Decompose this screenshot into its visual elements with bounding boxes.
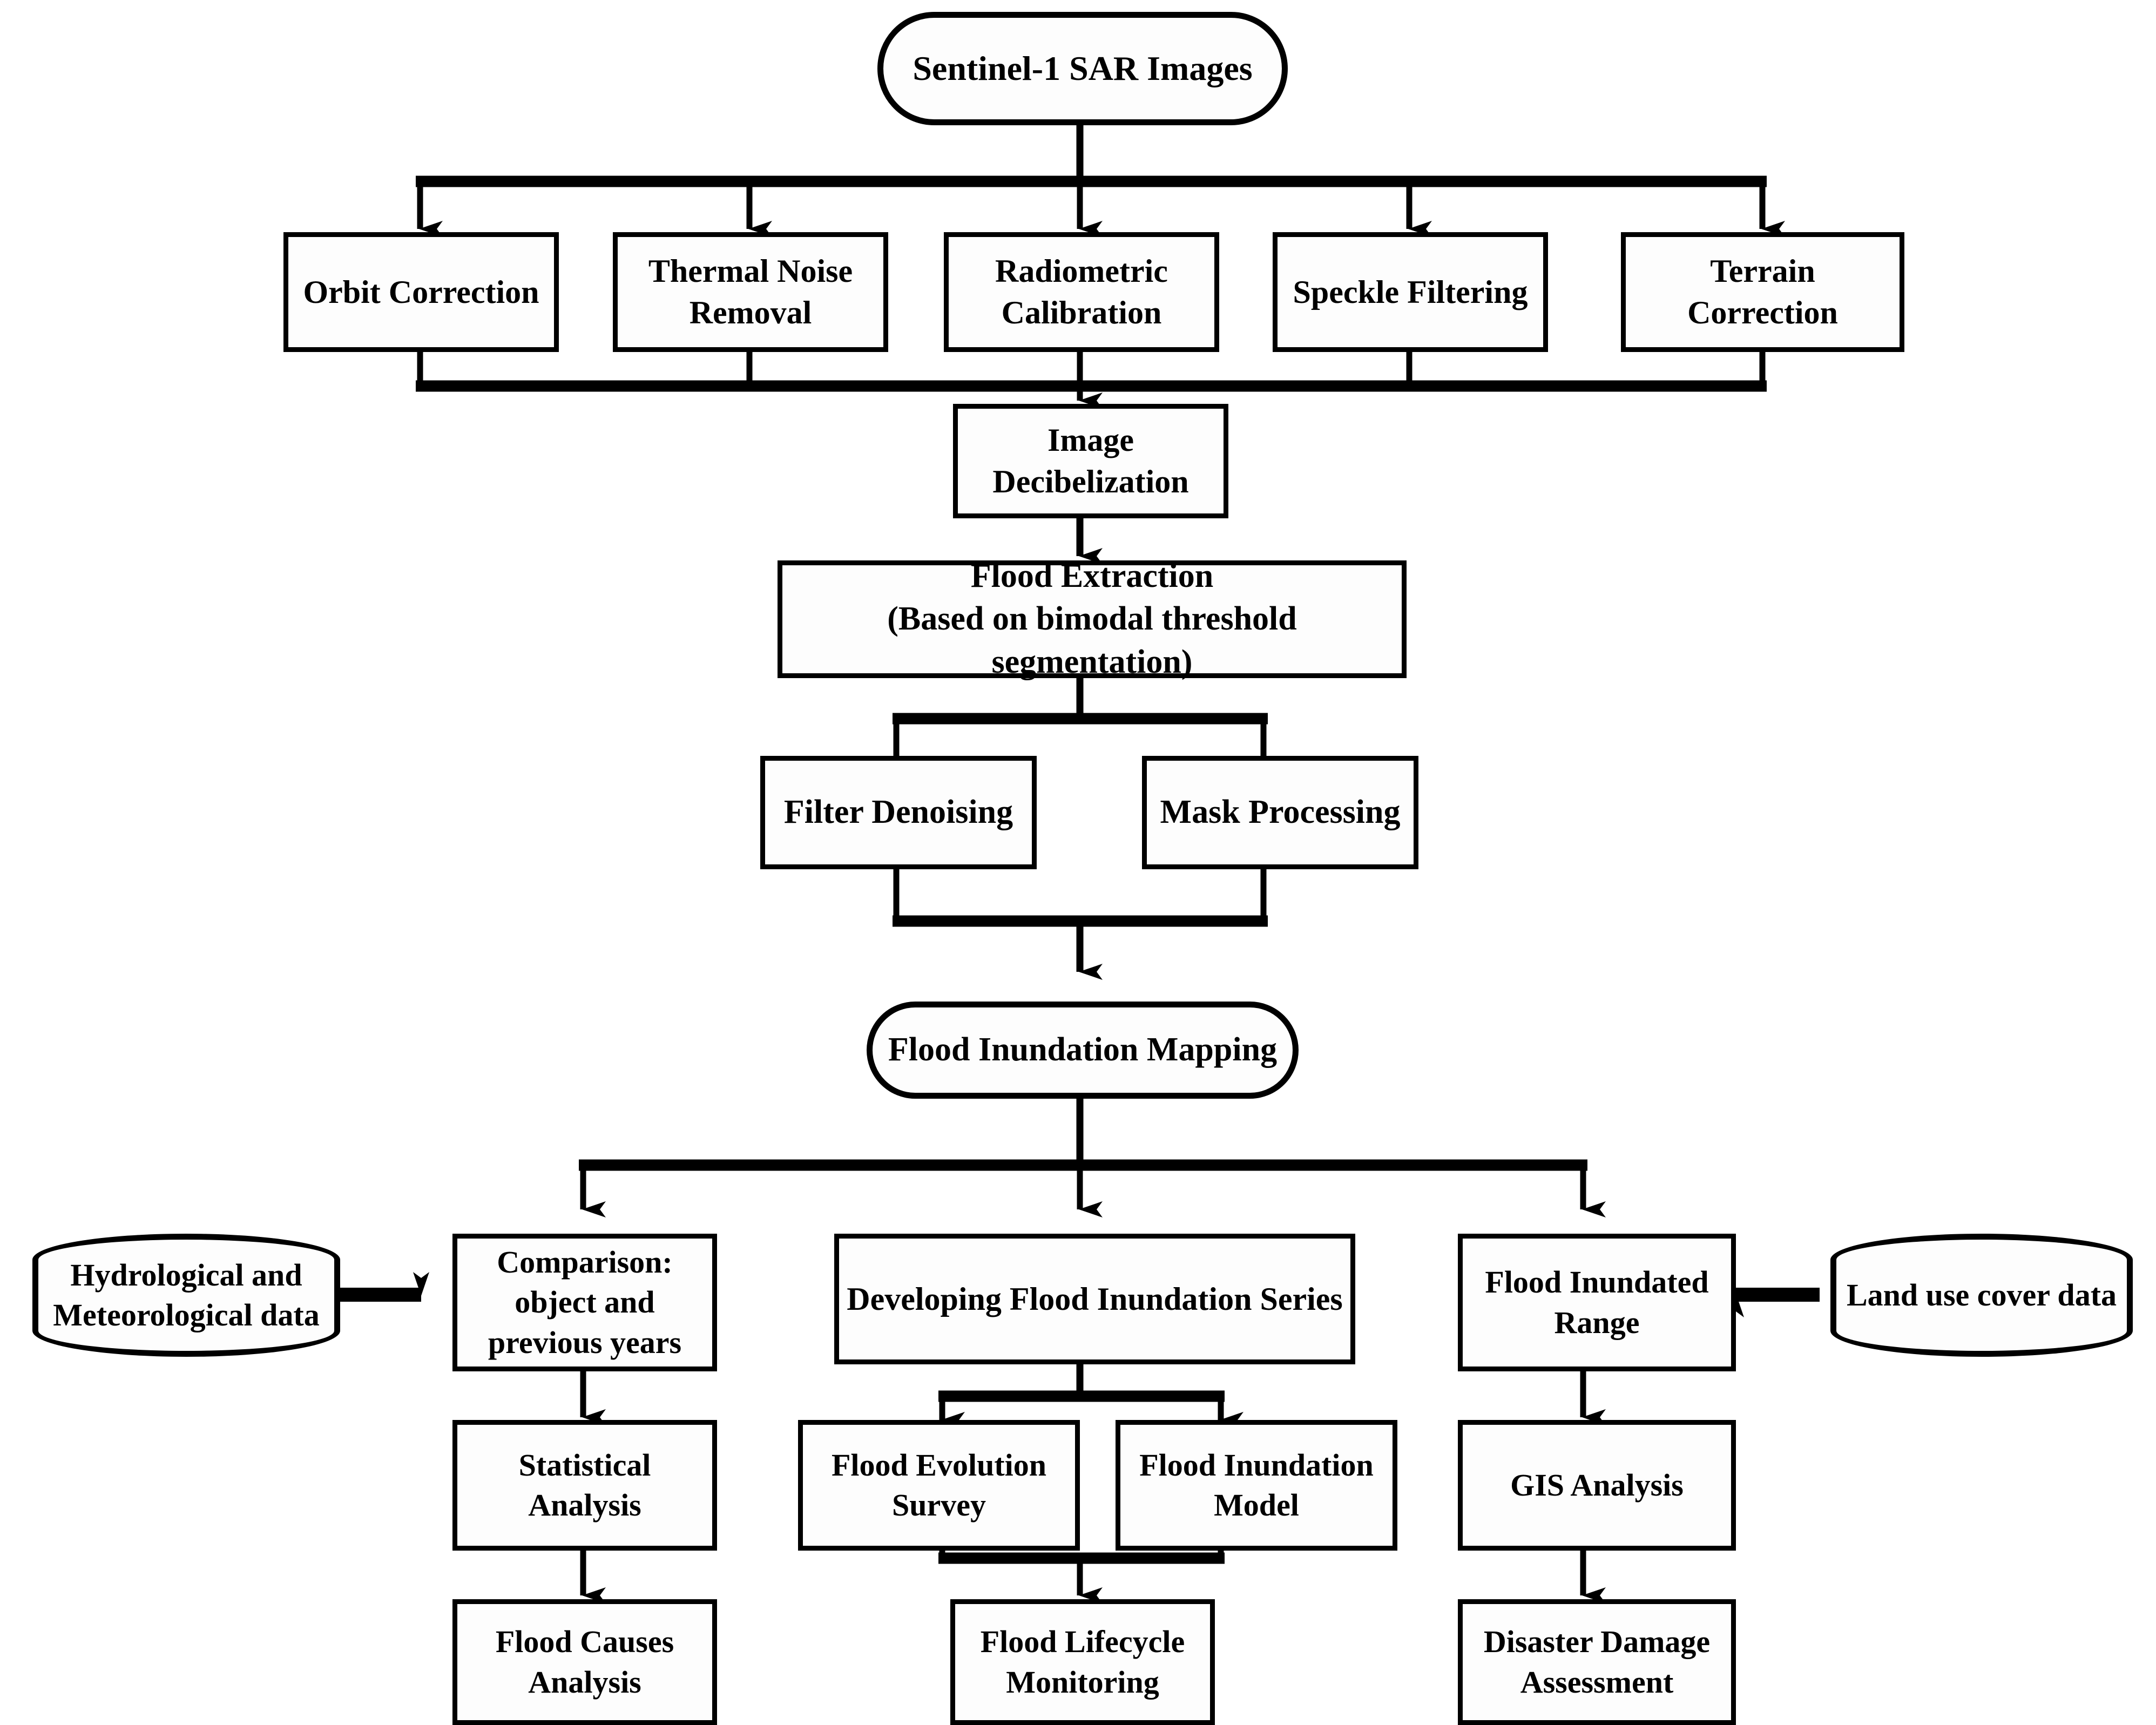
node-hydrological-meteorological-data[interactable]: Hydrological and Meteorological data [32, 1234, 340, 1357]
node-flood-causes-analysis[interactable]: Flood Causes Analysis [452, 1599, 717, 1725]
node-orbit-correction[interactable]: Orbit Correction [283, 232, 559, 352]
node-label: Radiometric Calibration [995, 253, 1168, 330]
node-label: Disaster Damage Assessment [1483, 1624, 1711, 1700]
node-thermal-noise-removal[interactable]: Thermal Noise Removal [613, 232, 888, 352]
node-terrain-correction[interactable]: Terrain Correction [1621, 232, 1904, 352]
node-label: Flood Evolution Survey [831, 1447, 1047, 1523]
node-flood-evolution-survey[interactable]: Flood Evolution Survey [798, 1420, 1080, 1551]
node-label: Terrain Correction [1687, 253, 1838, 330]
node-land-use-cover-data[interactable]: Land use cover data [1830, 1234, 2133, 1357]
node-label: Flood Inundation Model [1139, 1447, 1374, 1523]
node-label: Land use cover data [1846, 1277, 2117, 1313]
node-flood-extraction[interactable]: Flood Extraction (Based on bimodal thres… [778, 558, 1407, 680]
node-mask-processing[interactable]: Mask Processing [1142, 756, 1418, 869]
node-gis-analysis[interactable]: GIS Analysis [1458, 1420, 1736, 1551]
node-disaster-damage-assessment[interactable]: Disaster Damage Assessment [1458, 1599, 1736, 1725]
node-label: Flood Inundated Range [1485, 1264, 1709, 1340]
node-label: Statistical Analysis [518, 1447, 651, 1523]
node-label: Comparison: object and previous years [488, 1244, 682, 1360]
node-image-decibelization[interactable]: Image Decibelization [953, 404, 1228, 518]
node-developing-flood-inundation-series[interactable]: Developing Flood Inundation Series [834, 1234, 1355, 1364]
node-label: Flood Causes Analysis [495, 1624, 674, 1700]
node-label: Flood Lifecycle Monitoring [980, 1624, 1185, 1700]
node-label: Hydrological and Meteorological data [53, 1257, 320, 1332]
node-label: Thermal Noise Removal [648, 253, 853, 330]
node-comparison-object-previous-years[interactable]: Comparison: object and previous years [452, 1234, 717, 1371]
node-label: Mask Processing [1160, 794, 1401, 831]
node-label: Orbit Correction [303, 274, 539, 310]
node-label: Speckle Filtering [1293, 274, 1528, 310]
node-filter-denoising[interactable]: Filter Denoising [760, 756, 1037, 869]
node-radiometric-calibration[interactable]: Radiometric Calibration [944, 232, 1219, 352]
node-label: GIS Analysis [1510, 1467, 1684, 1503]
node-label: Image Decibelization [992, 422, 1189, 499]
node-label: Sentinel-1 SAR Images [913, 49, 1253, 88]
node-label: Developing Flood Inundation Series [847, 1281, 1343, 1317]
node-flood-inundation-model[interactable]: Flood Inundation Model [1116, 1420, 1397, 1551]
node-label: Flood Extraction (Based on bimodal thres… [887, 557, 1297, 680]
node-label: Flood Inundation Mapping [888, 1031, 1278, 1068]
node-statistical-analysis[interactable]: Statistical Analysis [452, 1420, 717, 1551]
node-speckle-filtering[interactable]: Speckle Filtering [1273, 232, 1548, 352]
node-flood-lifecycle-monitoring[interactable]: Flood Lifecycle Monitoring [950, 1599, 1215, 1725]
node-sentinel-sar-images[interactable]: Sentinel-1 SAR Images [877, 12, 1288, 125]
node-label: Filter Denoising [783, 794, 1013, 831]
node-flood-inundated-range[interactable]: Flood Inundated Range [1458, 1234, 1736, 1371]
node-flood-inundation-mapping[interactable]: Flood Inundation Mapping [867, 1002, 1299, 1099]
